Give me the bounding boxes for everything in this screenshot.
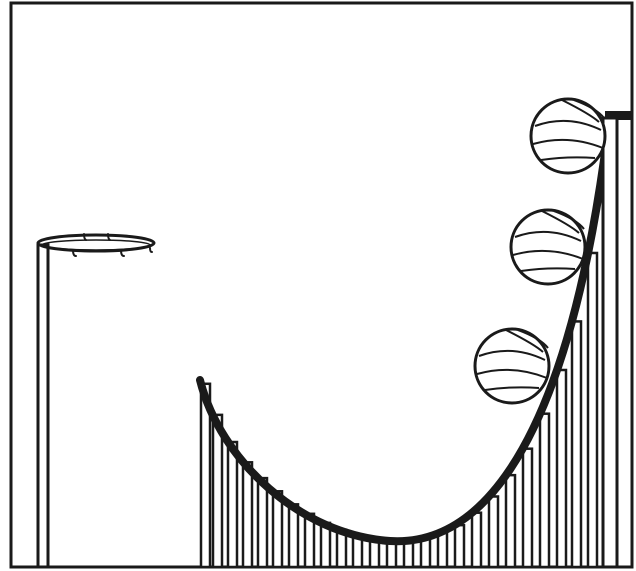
ramp-support-post	[438, 533, 447, 567]
basketball-hoop	[38, 234, 154, 567]
hoop-rim-inner	[42, 240, 150, 250]
ramp-support-post	[489, 496, 498, 567]
ramp-support-post	[228, 442, 237, 567]
ramp-support-post	[588, 253, 597, 567]
basketball	[511, 210, 585, 284]
basketball	[475, 329, 549, 403]
ramp-support-post	[540, 414, 549, 567]
ramp-support-post	[523, 449, 532, 567]
net-hook	[150, 248, 152, 252]
ramp-support-post	[258, 478, 267, 567]
ramp-tower	[603, 118, 617, 567]
ramp-support-post	[421, 539, 430, 567]
ramp-support-post	[472, 513, 481, 567]
basketball	[531, 99, 605, 173]
basketballs	[475, 99, 605, 403]
ramp-support-post	[243, 462, 252, 567]
ramp-support-post	[506, 475, 515, 567]
ramp-support-post	[455, 525, 464, 567]
hoop-pole	[38, 245, 48, 567]
ramp-support-post	[572, 321, 581, 567]
ramp-support-post	[557, 370, 566, 567]
